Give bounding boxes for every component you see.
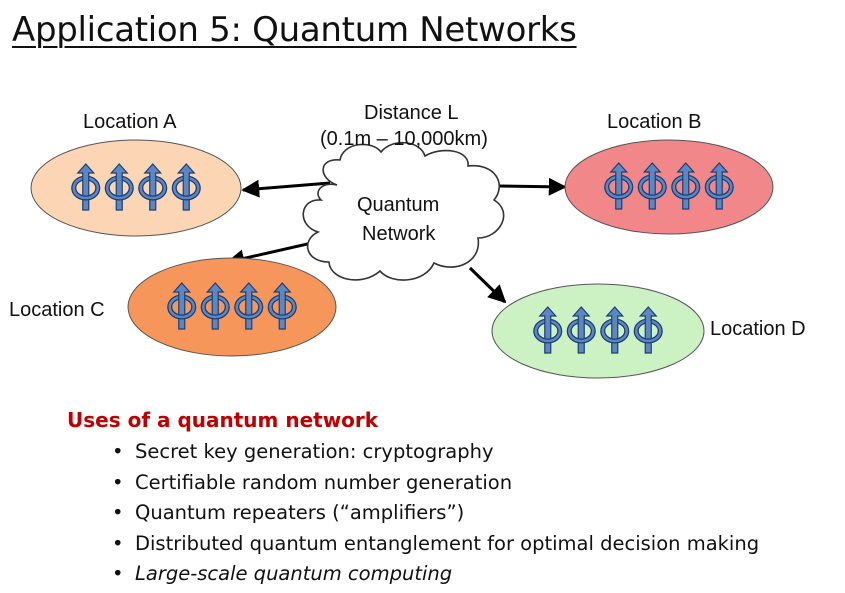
qubit-spin-icon — [671, 162, 701, 210]
bullet: • — [112, 562, 124, 585]
list-item: •Quantum repeaters (“amplifiers”) — [112, 501, 465, 524]
bullet: • — [112, 470, 124, 494]
qubit-spin-icon — [200, 282, 230, 330]
arrow-to-d — [468, 266, 507, 304]
qubit-spin-icon — [167, 282, 197, 330]
arrow-to-b — [497, 177, 567, 196]
qubit-spin-icon — [604, 162, 634, 210]
bullet: • — [112, 501, 124, 524]
qubit-spin-icon — [533, 306, 563, 354]
uses-heading: Uses of a quantum network — [67, 408, 379, 432]
qubit-spin-icon — [104, 163, 134, 211]
qubit-spin-icon — [138, 163, 168, 211]
qubit-spin-icon — [633, 306, 663, 354]
location-a-label: Location A — [83, 111, 177, 133]
qubit-spin-icon — [234, 282, 264, 330]
page-title: Application 5: Quantum Networks — [12, 10, 577, 50]
uses-list: •Secret key generation: cryptography •Ce… — [110, 440, 759, 593]
distance-range: (0.1m – 10,000km) — [320, 128, 488, 150]
network-label-line1: Quantum — [357, 194, 440, 216]
location-b-label: Location B — [607, 111, 702, 133]
qubit-spin-icon — [171, 163, 201, 211]
bullet: • — [112, 531, 124, 555]
list-item: •Secret key generation: cryptography — [112, 440, 494, 463]
list-item: •Distributed quantum entanglement for op… — [112, 531, 760, 555]
arrow-to-a — [241, 179, 331, 198]
list-item: •Large-scale quantum computing — [112, 562, 453, 585]
location-c-ellipse — [127, 257, 337, 357]
location-b-ellipse — [564, 139, 774, 235]
qubit-spin-icon — [566, 306, 596, 354]
qubit-spin-icon — [600, 306, 630, 354]
qubit-spin-icon — [637, 162, 667, 210]
network-cloud — [302, 141, 505, 281]
location-c-label: Location C — [9, 299, 105, 321]
network-diagram — [30, 139, 774, 379]
list-item: •Certifiable random number generation — [112, 470, 513, 494]
distance-label: Distance L — [364, 102, 459, 124]
qubit-spin-icon — [267, 282, 297, 330]
location-d-ellipse — [491, 283, 705, 379]
network-label-line2: Network — [362, 223, 436, 245]
qubit-spin-icon — [71, 163, 101, 211]
bullet: • — [112, 440, 124, 463]
location-d-label: Location D — [710, 318, 806, 340]
qubit-spin-icon — [704, 162, 734, 210]
location-a-ellipse — [30, 139, 242, 237]
